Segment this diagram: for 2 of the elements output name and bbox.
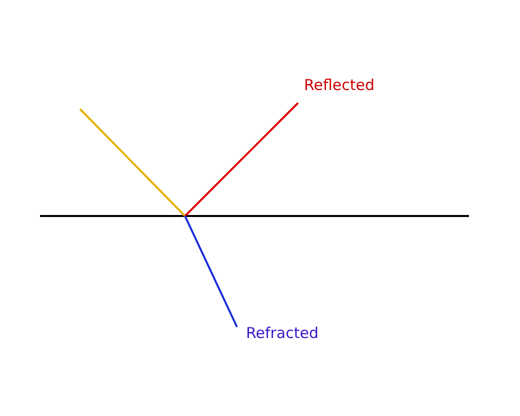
ray-label: Refracted [246, 324, 318, 342]
ray-label: Reflected [304, 76, 375, 94]
